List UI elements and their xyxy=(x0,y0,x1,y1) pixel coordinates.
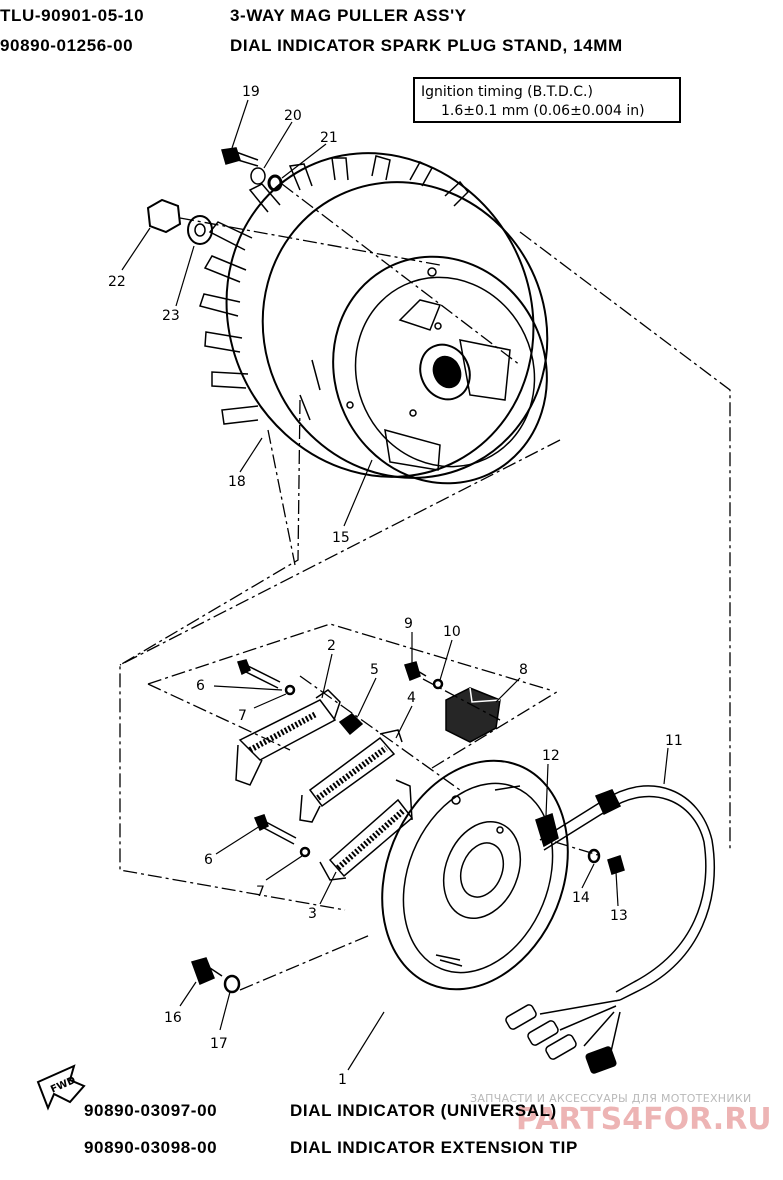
watermark-site: PARTS4FOR.RU xyxy=(516,1102,772,1137)
label-16: 16 xyxy=(164,1010,182,1026)
tool1-number: TLU-90901-05-10 xyxy=(0,6,145,25)
washer-14 xyxy=(587,848,601,864)
washer-17 xyxy=(223,974,241,994)
flywheel-rotor xyxy=(199,152,549,485)
watermark-caption: ЗАПЧАСТИ И АКСЕССУАРЫ ДЛЯ МОТОТЕХНИКИ xyxy=(470,1092,752,1105)
washer-20 xyxy=(250,167,266,185)
tool4-number: 90890-03098-00 xyxy=(84,1138,218,1157)
label-12: 12 xyxy=(542,748,560,764)
pickup-coil-8 xyxy=(445,687,501,743)
screw-6-lower xyxy=(253,814,297,845)
fwd-arrow-icon: FWD xyxy=(36,1064,86,1111)
label-18: 18 xyxy=(228,474,246,490)
label-6-lower: 6 xyxy=(204,852,213,868)
label-10: 10 xyxy=(443,624,461,640)
label-11: 11 xyxy=(665,733,683,749)
tool3-number: 90890-03097-00 xyxy=(84,1101,218,1120)
label-1: 1 xyxy=(338,1072,347,1088)
clamp-12 xyxy=(535,813,559,848)
spec-value: 1.6±0.1 mm (0.06±0.004 in) xyxy=(441,103,645,119)
screw-6-upper xyxy=(237,659,281,689)
nut-22 xyxy=(146,198,182,234)
label-9: 9 xyxy=(404,616,413,632)
spacer-5 xyxy=(338,713,364,736)
ignition-timing-spec-box: Ignition timing (B.T.D.C.) 1.6±0.1 mm (0… xyxy=(413,77,681,123)
wire-harness-11 xyxy=(505,785,716,1074)
label-15: 15 xyxy=(332,530,350,546)
fwd-label: FWD xyxy=(49,1075,77,1096)
label-3: 3 xyxy=(308,906,317,922)
stator-base-plate xyxy=(381,759,569,991)
spec-label: Ignition timing (B.T.D.C.) xyxy=(421,84,593,100)
label-21: 21 xyxy=(320,130,338,146)
screw-13 xyxy=(607,855,625,875)
label-14: 14 xyxy=(572,890,590,906)
washer-7-upper xyxy=(284,684,296,696)
label-4: 4 xyxy=(407,690,416,706)
label-8: 8 xyxy=(519,662,528,678)
label-7-lower: 7 xyxy=(256,884,265,900)
label-7-upper: 7 xyxy=(238,708,247,724)
label-23: 23 xyxy=(162,308,180,324)
tool3-name: DIAL INDICATOR (UNIVERSAL) xyxy=(290,1101,557,1120)
label-6-upper: 6 xyxy=(196,678,205,694)
screw-16 xyxy=(191,957,215,986)
tool4-name: DIAL INDICATOR EXTENSION TIP xyxy=(290,1138,578,1157)
lighting-coil-3 xyxy=(319,779,414,881)
charge-coil-2 xyxy=(235,689,341,786)
label-5: 5 xyxy=(370,662,379,678)
tool1-name: 3-WAY MAG PULLER ASS'Y xyxy=(230,6,467,25)
label-2: 2 xyxy=(327,638,336,654)
washer-23 xyxy=(187,215,213,245)
label-13: 13 xyxy=(610,908,628,924)
label-22: 22 xyxy=(108,274,126,290)
label-19: 19 xyxy=(242,84,260,100)
washer-7-lower xyxy=(299,846,311,858)
label-20: 20 xyxy=(284,108,302,124)
label-17: 17 xyxy=(210,1036,228,1052)
tool2-number: 90890-01256-00 xyxy=(0,36,134,55)
washer-21 xyxy=(267,174,283,192)
bolt-19 xyxy=(221,147,259,167)
pulser-coil-4 xyxy=(299,729,403,823)
washer-10 xyxy=(432,678,444,690)
tool2-name: DIAL INDICATOR SPARK PLUG STAND, 14MM xyxy=(230,36,623,55)
